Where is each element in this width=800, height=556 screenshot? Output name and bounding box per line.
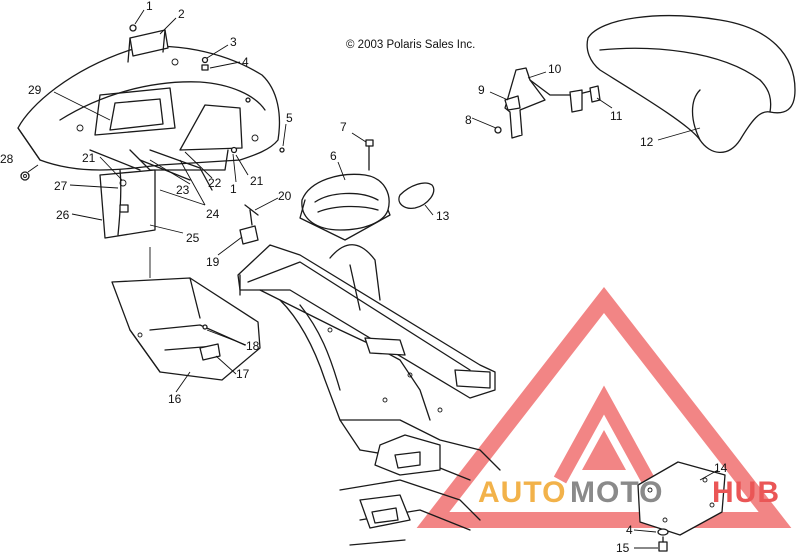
screw-7-part: [365, 139, 374, 171]
skid-plate-part: [637, 461, 726, 536]
pad-part: [398, 182, 435, 209]
callout-2: 2: [178, 7, 185, 21]
rear-fender-part: [17, 45, 281, 171]
callout-1: 1: [146, 0, 153, 13]
callout-27: 27: [54, 179, 68, 193]
mud-flap-part: [20, 149, 213, 239]
callout-9: 9: [478, 83, 485, 97]
callout-8: 8: [465, 113, 472, 127]
callout-6: 6: [330, 149, 337, 163]
callout-23: 23: [176, 183, 190, 197]
callout-13: 13: [436, 209, 450, 223]
callout-18: 18: [246, 339, 260, 353]
frame-part: [237, 244, 501, 546]
callout-21b: 21: [250, 174, 264, 188]
callout-5: 5: [286, 111, 293, 125]
callout-29: 29: [28, 83, 42, 97]
callout-4: 4: [242, 55, 249, 69]
callout-labels: 1 2 3 4 5 6 7 8 9 10 11 12 13 14 15 16 1…: [0, 0, 728, 555]
callout-25: 25: [186, 231, 200, 245]
copyright-text: © 2003 Polaris Sales Inc.: [346, 39, 475, 51]
callout-20: 20: [278, 189, 292, 203]
rack-handle-part: [127, 29, 169, 63]
callout-10: 10: [548, 62, 562, 76]
brackets-part: [239, 204, 259, 245]
bottom-fasteners-part: [657, 528, 669, 552]
callout-14: 14: [714, 461, 728, 475]
watermark-text: AUTO MOTO HUB: [478, 476, 780, 509]
watermark-logo: [416, 286, 792, 528]
callout-28: 28: [0, 152, 14, 166]
callout-3: 3: [230, 35, 237, 49]
callout-22: 22: [208, 176, 222, 190]
fasteners-rear: [129, 24, 285, 154]
callout-17: 17: [236, 367, 250, 381]
callout-7: 7: [340, 120, 347, 134]
callout-21: 21: [82, 151, 96, 165]
seat-part: [586, 15, 796, 154]
callout-11: 11: [610, 109, 623, 123]
battery-cover-part: [299, 173, 391, 241]
callout-26: 26: [56, 208, 70, 222]
callout-12: 12: [640, 135, 654, 149]
callout-24: 24: [206, 207, 220, 221]
callout-19: 19: [206, 255, 220, 269]
watermark-hub: HUB: [712, 476, 780, 509]
watermark-moto: MOTO: [570, 476, 663, 509]
callout-16: 16: [168, 392, 182, 406]
watermark-auto: AUTO: [478, 476, 566, 509]
callout-15: 15: [616, 541, 630, 555]
seat-latch-part: [494, 67, 601, 139]
callout-4b: 4: [626, 523, 633, 537]
leader-lines: [27, 9, 719, 549]
footwell-part: [111, 277, 261, 381]
callout-1b: 1: [230, 182, 237, 196]
